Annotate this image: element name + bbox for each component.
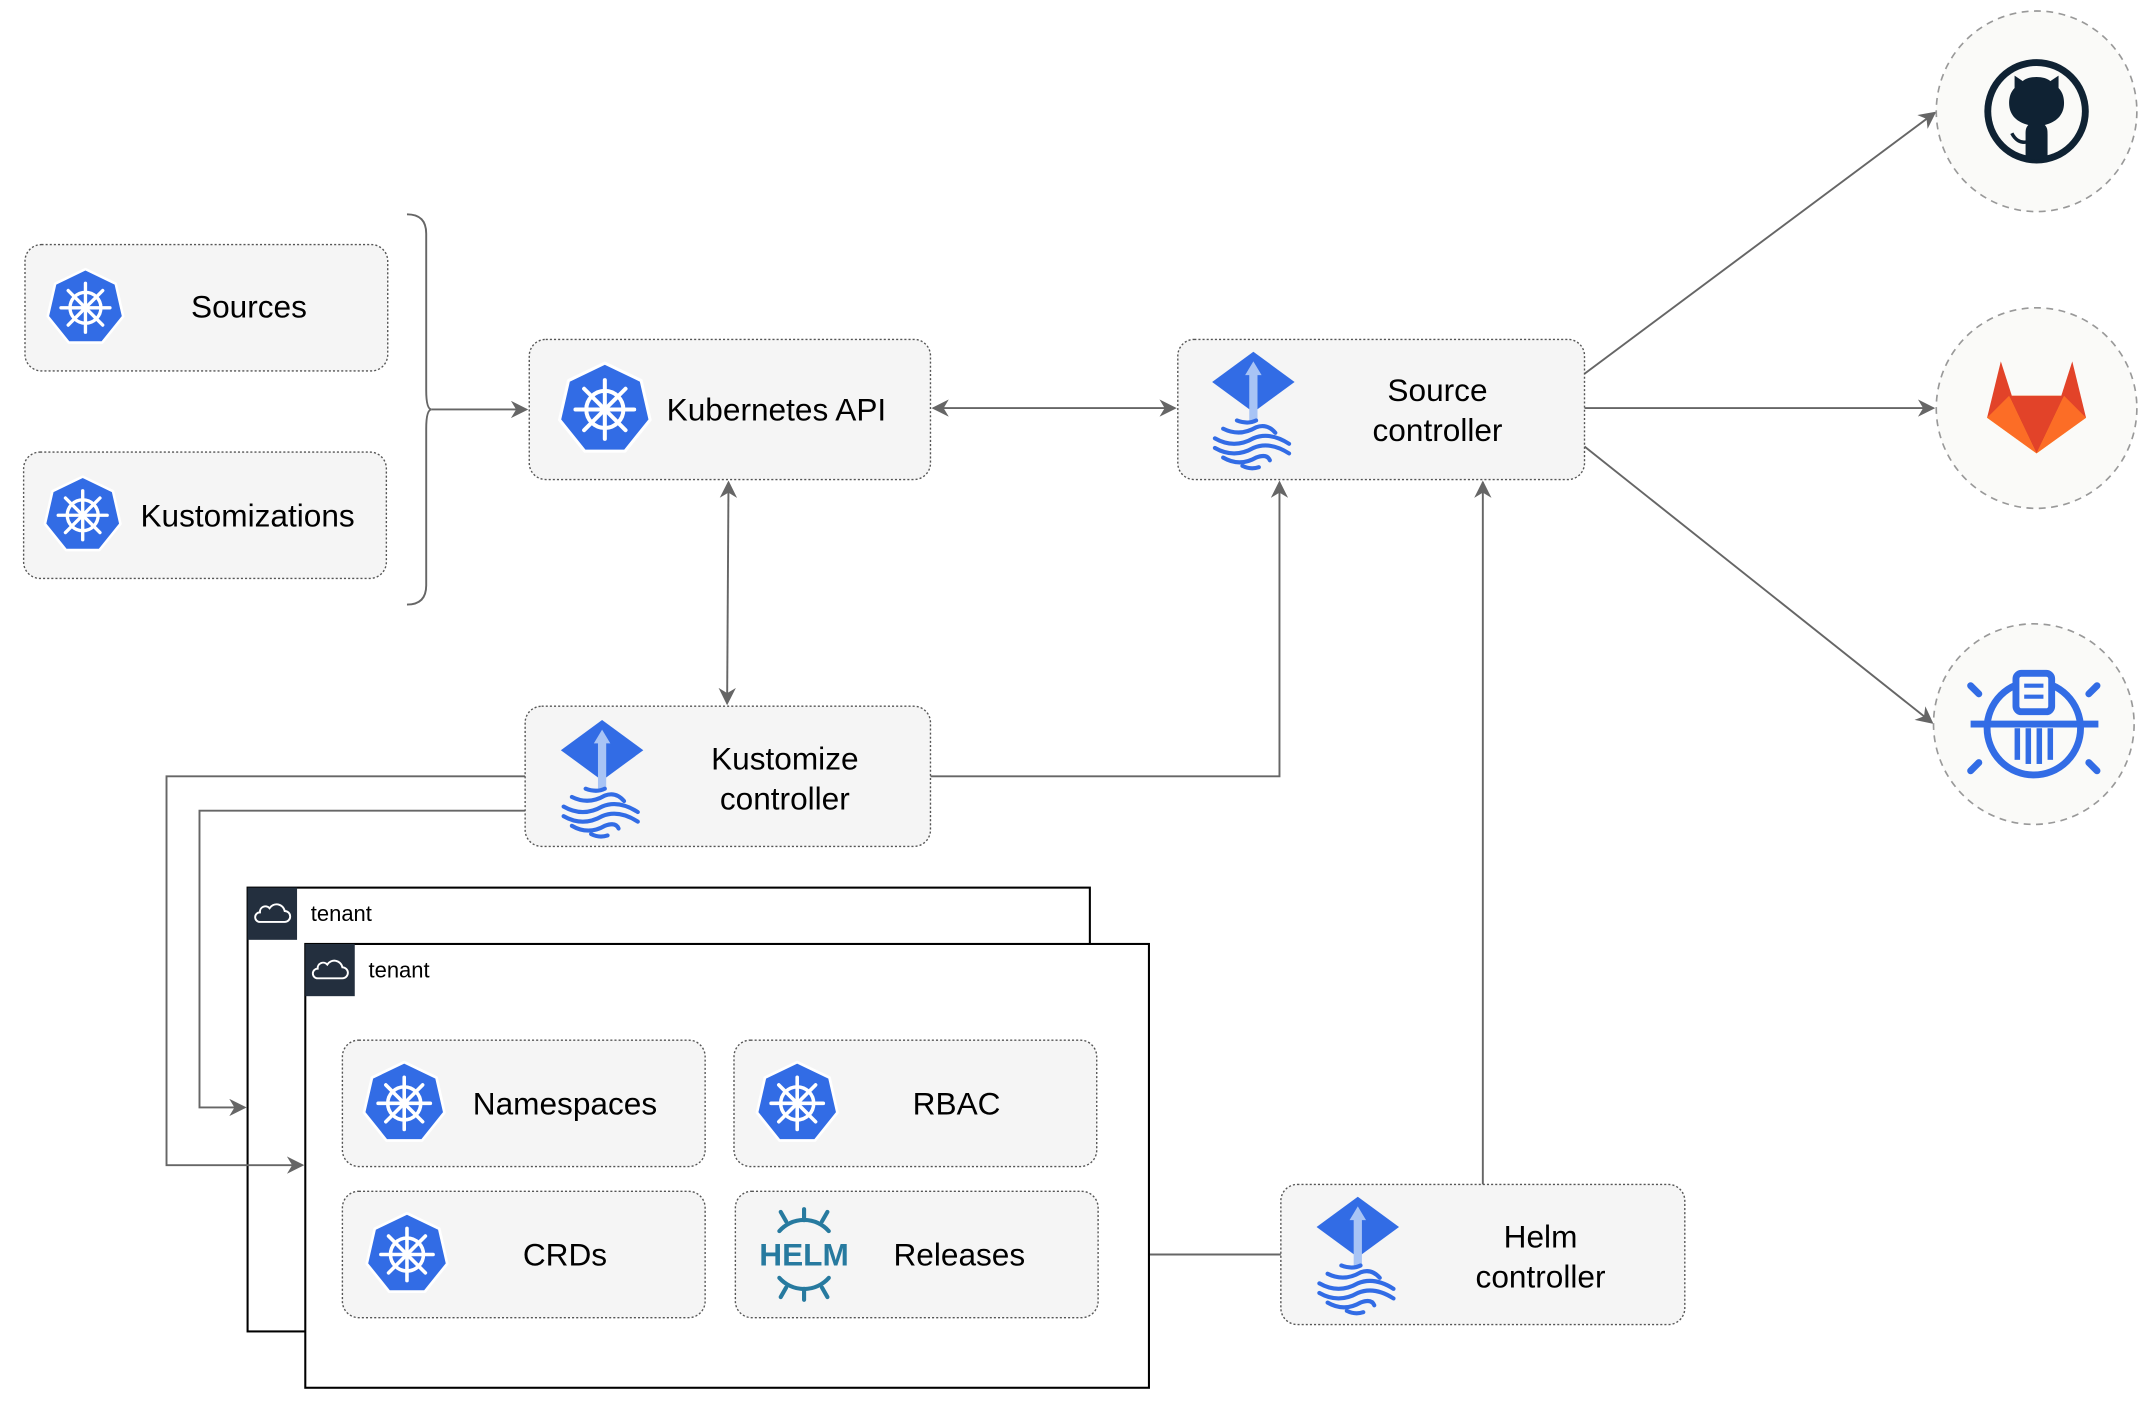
connector-source-to-registry [1583, 445, 1934, 724]
namespaces-node[interactable]: Namespaces [341, 1039, 706, 1168]
kubernetes-api-label: Kubernetes API [667, 391, 887, 427]
crds-node[interactable]: CRDs [341, 1190, 706, 1319]
namespaces-label: Namespaces [473, 1085, 657, 1121]
source-controller-label-line1: Source [1387, 372, 1487, 408]
gitlab-icon [1987, 361, 2087, 454]
sources-node[interactable]: Sources [24, 243, 389, 372]
tenant-label: tenant [369, 958, 430, 983]
connector-kustomize-to-tenant-back [198, 809, 526, 1117]
connector-api-kustomize [718, 480, 738, 706]
rbac-node[interactable]: RBAC [733, 1039, 1098, 1168]
helm-controller-label-line1: Helm [1504, 1219, 1578, 1255]
kustomize-controller-node[interactable]: Kustomize controller [524, 705, 932, 848]
cloud-icon [254, 903, 292, 923]
kustomize-controller-label-line1: Kustomize [711, 740, 858, 776]
crds-label: CRDs [523, 1236, 607, 1272]
kustomizations-node[interactable]: Kustomizations [22, 451, 388, 580]
rbac-label: RBAC [913, 1085, 1001, 1121]
kustomizations-label: Kustomizations [140, 497, 354, 533]
tenant-label: tenant [311, 901, 372, 926]
source-controller-label-line2: controller [1373, 412, 1503, 448]
releases-node[interactable]: HELM Releases [734, 1190, 1099, 1319]
input-brace [406, 213, 432, 606]
helm-controller-node[interactable]: Helm controller [1280, 1183, 1686, 1326]
harbor-registry-icon [1967, 669, 2101, 779]
helm-icon: HELM [759, 1207, 849, 1302]
registry-source[interactable] [1932, 622, 2135, 826]
helm-logo-text: HELM [759, 1236, 849, 1272]
connector-kustomize-to-source [930, 480, 1289, 778]
releases-label: Releases [893, 1236, 1025, 1272]
cloud-icon [311, 959, 349, 980]
sources-label: Sources [191, 288, 307, 324]
github-icon [1984, 59, 2089, 164]
kustomize-controller-label-line2: controller [720, 780, 850, 816]
kubernetes-api-node[interactable]: Kubernetes API [528, 338, 932, 481]
github-source[interactable] [1935, 10, 2138, 213]
source-controller-node[interactable]: Source controller [1177, 338, 1586, 481]
connector-source-to-github [1583, 111, 1937, 375]
gitlab-source[interactable] [1935, 306, 2138, 510]
helm-controller-label-line2: controller [1476, 1258, 1606, 1294]
connector-kustomize-to-tenant-front [165, 775, 526, 1174]
